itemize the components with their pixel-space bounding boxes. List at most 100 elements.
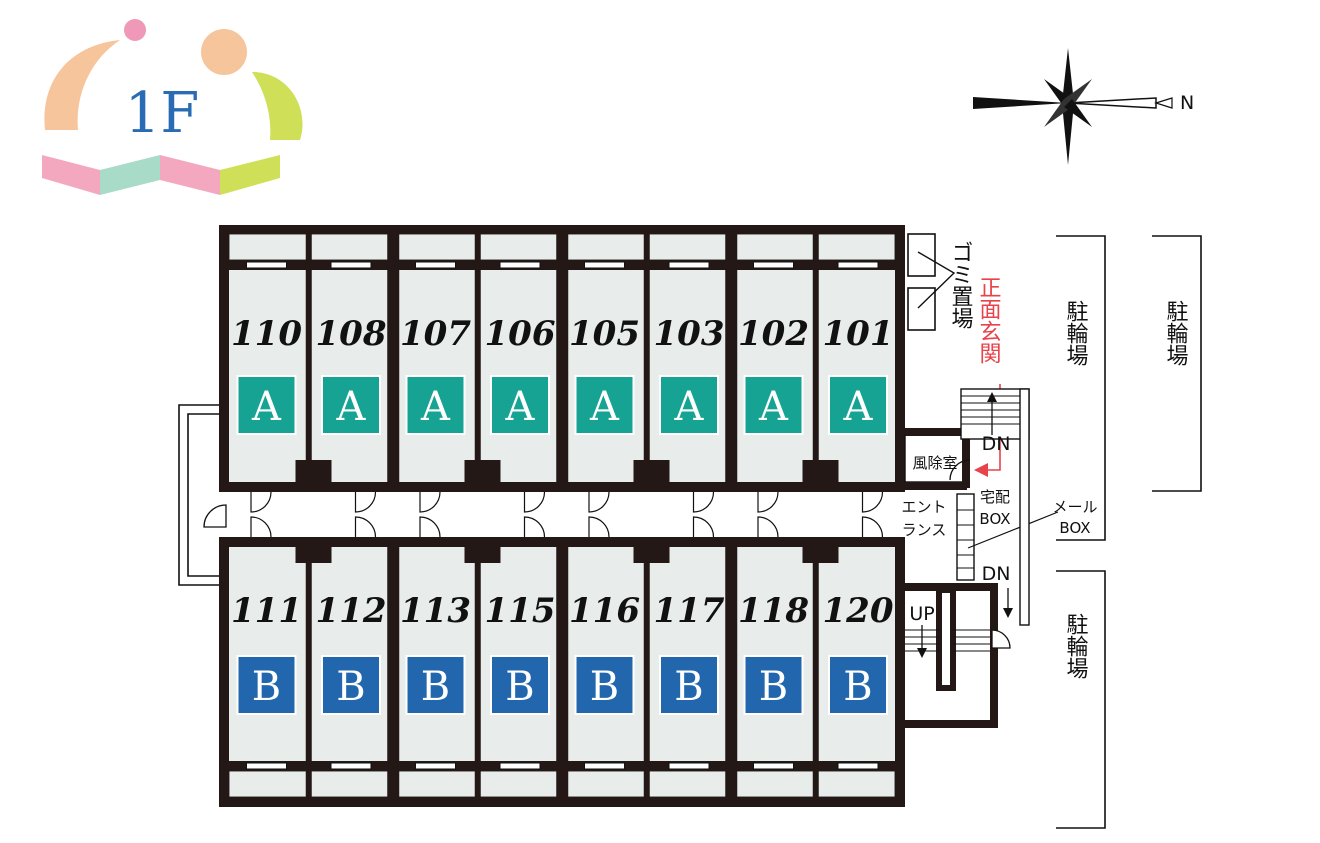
window-bottom (837, 762, 879, 770)
unit-type-badge (490, 655, 550, 715)
logo-band-mint (100, 155, 160, 195)
logo-band-pink (42, 155, 100, 195)
unit-door-top[interactable] (354, 491, 377, 513)
unit-type-label: A (505, 384, 536, 430)
bike-parking-areas (1056, 235, 1202, 829)
lower-staircase[interactable] (905, 583, 1013, 728)
west-door[interactable] (203, 504, 227, 528)
unit-door-bottom[interactable] (250, 516, 272, 538)
unit-type-label: A (758, 384, 789, 430)
window-bottom (753, 762, 794, 770)
unit-wall-top (643, 225, 650, 492)
unit-door-bottom[interactable] (861, 516, 884, 538)
unit-door-top[interactable] (861, 491, 884, 513)
entrance-label-line1: エント (901, 498, 946, 516)
unit-door-top[interactable] (692, 491, 715, 513)
unit-wall-bottom (556, 537, 569, 807)
unit-door-bottom[interactable] (354, 516, 377, 538)
unit-wall-top (812, 225, 819, 492)
unit-door-bottom[interactable] (692, 516, 715, 538)
entrance-arrow (974, 463, 988, 477)
unit-door-top[interactable] (250, 491, 272, 513)
window-top (246, 261, 287, 269)
unit-wall-bottom (474, 537, 481, 807)
unit-wall-bottom (643, 537, 650, 807)
window-top (330, 261, 372, 269)
window-bottom (246, 762, 287, 770)
pipe-shaft-bottom (633, 537, 670, 563)
unit-wall-bottom (305, 537, 312, 807)
unit-type-label: A (336, 384, 367, 430)
entrance-hall (904, 428, 971, 490)
unit-type-badge (574, 655, 635, 715)
window-top (668, 261, 710, 269)
unit-door-top[interactable] (588, 491, 610, 513)
unit-door-bottom[interactable] (419, 516, 441, 538)
unit-type-label: A (674, 384, 705, 430)
unit-number: 106 (485, 314, 556, 354)
logo-band-green (220, 155, 280, 195)
delivery-box-label-line1: 宅配 (980, 488, 1010, 506)
unit-wall-bottom (387, 537, 400, 807)
pipe-shaft-top (802, 460, 839, 492)
unit-door-bottom[interactable] (588, 516, 610, 538)
unit-type-label: A (589, 384, 620, 430)
compass-north-label: N (1180, 92, 1194, 114)
stair-down-upper-label: DN (982, 433, 1011, 455)
logo-band-pink-2 (160, 155, 220, 195)
unit-number: 105 (569, 314, 640, 354)
unit-number: 116 (569, 591, 640, 631)
pipe-shaft-top (633, 460, 670, 492)
windbreak-door[interactable] (949, 459, 971, 481)
unit-type-badge (490, 375, 550, 435)
bike-parking-label-3: 駐輪場 (1063, 613, 1089, 679)
stair-up-label: UP (909, 603, 934, 625)
unit-number: 108 (316, 314, 387, 354)
upper-staircase[interactable] (960, 388, 1030, 626)
unit-door-bottom[interactable] (523, 516, 546, 538)
unit-door-top[interactable] (419, 491, 441, 513)
unit-door-top[interactable] (523, 491, 546, 513)
unit-type-badge (405, 375, 466, 435)
unit-wall-top (387, 225, 400, 492)
unit-wall-top (305, 225, 312, 492)
mail-box-label-line2: BOX (1059, 519, 1090, 537)
pipe-shaft-bottom (802, 537, 839, 563)
unit-door-bottom[interactable] (757, 516, 779, 538)
unit-number: 120 (823, 591, 894, 631)
stair-down-lower-label: DN (982, 563, 1011, 585)
unit-number: 103 (654, 314, 725, 354)
unit-type-label: A (843, 384, 874, 430)
unit-number: 117 (654, 591, 725, 631)
delivery-box-label-line2: BOX (979, 510, 1010, 528)
entrance-label-line2: ランス (902, 521, 947, 539)
unit-door-top[interactable] (757, 491, 779, 513)
unit-number: 118 (738, 591, 809, 631)
unit-type-badge (236, 655, 297, 715)
stair-door[interactable] (991, 629, 1011, 649)
unit-type-label: B (674, 664, 703, 710)
unit-number: 115 (485, 591, 556, 631)
window-bottom (668, 762, 710, 770)
unit-number: 110 (231, 314, 302, 354)
unit-wall-top (725, 225, 738, 492)
unit-type-badge (405, 655, 466, 715)
